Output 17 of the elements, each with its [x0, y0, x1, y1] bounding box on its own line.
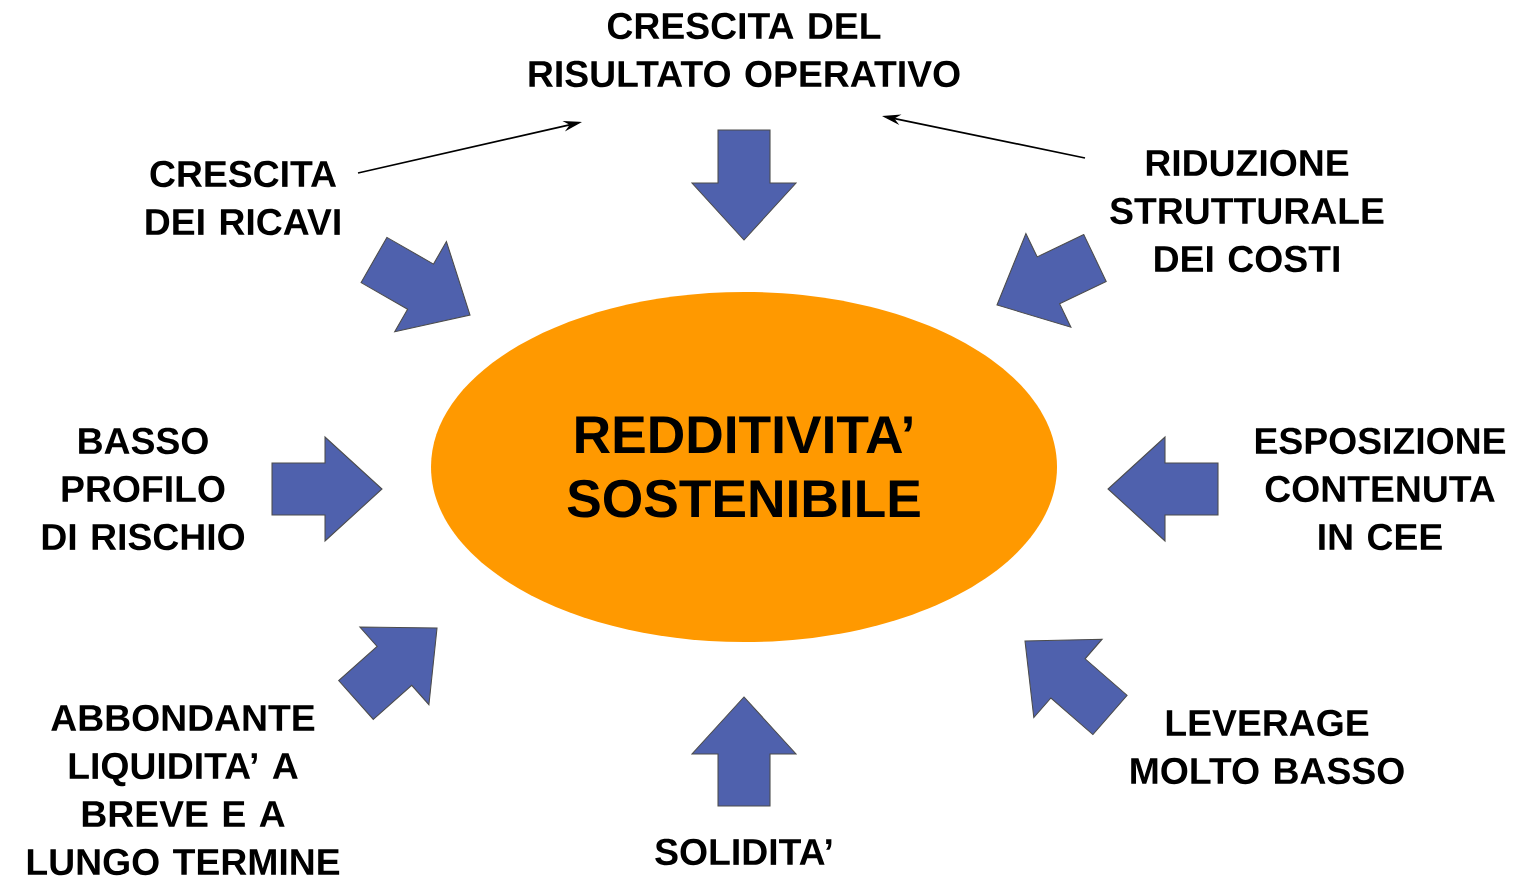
ellipse [431, 292, 1057, 642]
factor-label: ESPOSIZIONE CONTENUTA IN CEE [1255, 427, 1506, 551]
block-arrow [690, 696, 798, 807]
block-arrow [271, 435, 383, 543]
factor-label: CRESCITA DEL RISULTATO OPERATIVO [529, 12, 960, 88]
block-arrow [996, 232, 1107, 329]
factor-label: CRESCITA DEI RICAVI [146, 160, 340, 236]
factor-label: ABBONDANTE LIQUIDITA’ A BREVE E A LUNGO TERMINE [27, 704, 340, 876]
factor-label: LEVERAGE MOLTO BASSO [1131, 709, 1404, 785]
block-arrow [1107, 435, 1219, 543]
factor-label: RIDUZIONE STRUTTURALE DEI COSTI [1110, 149, 1384, 273]
block-arrow [690, 129, 798, 241]
block-arrow [1024, 638, 1128, 736]
factor-label: SOLIDITA’ [655, 838, 832, 866]
ellipse-label: REDDITIVITA’ SOSTENIBILE [567, 416, 920, 518]
factor-label: BASSO PROFILO DI RISCHIO [42, 427, 245, 551]
block-arrow [360, 236, 471, 333]
